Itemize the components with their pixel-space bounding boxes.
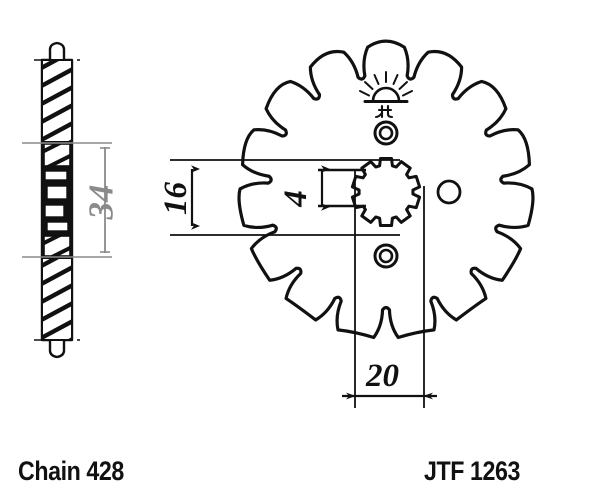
dimension-4	[318, 165, 366, 211]
upper-rivet-hole-inner	[378, 125, 394, 141]
sprocket-front-view	[237, 39, 535, 340]
lower-rivet-hole-inner	[378, 248, 394, 264]
side-hole	[436, 179, 462, 205]
dimension-20	[342, 170, 437, 408]
part-number-caption: JTF 1263	[424, 456, 520, 486]
dimension-label-16: 16	[158, 182, 194, 215]
sun-ray	[359, 90, 370, 97]
spline-window	[46, 221, 69, 232]
sun-ray	[373, 74, 380, 85]
spline-window	[44, 204, 65, 218]
side-section-view	[34, 41, 80, 359]
dim20-arrow-left	[346, 392, 356, 400]
sunrise-logo	[359, 71, 413, 119]
dimension-label-20: 20	[366, 358, 399, 394]
sun-ray	[398, 81, 408, 90]
splined-center-bore	[350, 156, 422, 228]
chain-caption: Chain 428	[18, 456, 124, 486]
dimension-34	[22, 142, 112, 258]
side-hatch-bottom	[41, 257, 73, 341]
spline-window	[44, 170, 68, 181]
side-hatch-top	[41, 59, 73, 143]
dimension-label-34: 34	[81, 184, 121, 220]
side-hub-section	[42, 142, 72, 258]
spline-window	[46, 185, 68, 200]
dimension-label-4: 4	[277, 190, 314, 207]
sun-ray	[402, 90, 413, 97]
dim20-arrow-right	[423, 392, 433, 400]
sun-ray	[364, 81, 374, 90]
sun-dome-icon	[371, 86, 401, 103]
sprocket-holes	[373, 120, 462, 269]
maker-mark-icon	[374, 104, 394, 119]
dimension-16	[170, 159, 400, 236]
sun-ray	[392, 74, 399, 85]
